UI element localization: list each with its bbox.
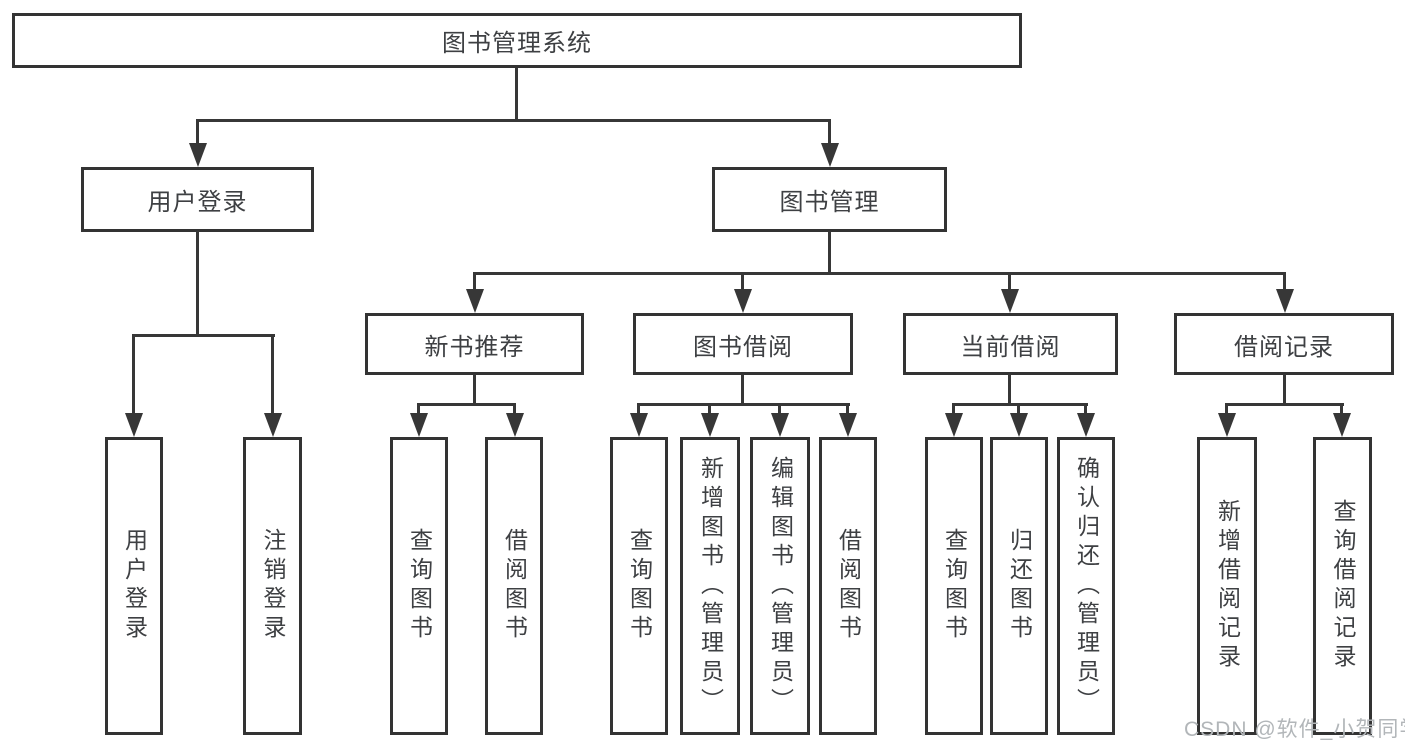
node-query-books-under-recommend: 查询图书 [390,437,448,735]
node-borrowing-records: 借阅记录 [1174,313,1394,375]
arrow-down-icon [124,334,143,437]
node-logout-leaf: 注销登录 [243,437,302,735]
node-label: 图书借阅 [693,333,793,361]
arrow-down-icon [263,334,282,437]
connector-level3-branch [473,272,1286,275]
arrow-down-icon [700,403,719,437]
node-label: 查询图书 [406,528,433,644]
arrow-down-icon [1275,272,1294,313]
node-book-management-module: 图书管理 [712,167,947,232]
node-new-book-recommend: 新书推荐 [365,313,584,375]
node-library-management-system: 图书管理系统 [12,13,1022,68]
arrow-down-icon [733,272,752,313]
node-borrow-books-under-recommend: 借阅图书 [485,437,543,735]
arrow-down-icon [770,403,789,437]
connector-borrowrecord-branch [1225,403,1344,406]
arrow-down-icon [1217,403,1236,437]
arrow-down-icon [505,403,524,437]
node-label: 用户登录 [121,528,148,644]
connector-userlogin-stem [196,231,199,337]
node-label: 新书推荐 [424,333,525,361]
node-label: 编辑图书（管理员） [767,455,794,717]
connector-currentborrow-stem [1008,374,1011,406]
node-label: 查询借阅记录 [1330,499,1356,673]
node-current-borrowing: 当前借阅 [903,313,1118,375]
arrow-down-icon [1000,272,1019,313]
node-label: 确认归还（管理员） [1073,455,1100,717]
node-label: 归还图书 [1006,528,1033,644]
node-user-login-module: 用户登录 [81,167,314,232]
connector-borrowrecord-stem [1283,374,1286,406]
arrow-down-icon [820,119,839,167]
node-confirm-return-admin: 确认归还（管理员） [1057,437,1115,735]
connector-userlogin-branch [132,334,275,337]
node-label: 借阅图书 [835,528,862,644]
node-edit-book-admin: 编辑图书（管理员） [750,437,810,735]
node-book-borrowing: 图书借阅 [633,313,853,375]
node-label: 当前借阅 [960,333,1061,361]
arrow-down-icon [188,119,207,167]
connector-newbook-stem [473,374,476,406]
csdn-watermark: CSDN @软件_小贺同学 [1184,718,1405,741]
connector-bookborrow-stem [741,374,744,406]
arrow-down-icon [944,403,963,437]
arrow-down-icon [629,403,648,437]
node-return-books: 归还图书 [990,437,1048,735]
connector-root-stem [515,68,518,122]
node-label: 查询图书 [941,528,968,644]
node-add-borrow-record: 新增借阅记录 [1197,437,1257,735]
node-query-books-under-current: 查询图书 [925,437,983,735]
node-borrow-books-under-borrowing: 借阅图书 [819,437,877,735]
connector-currentborrow-branch [952,403,1088,406]
connector-bookmgmt-stem [828,231,831,275]
connector-newbook-branch [417,403,516,406]
node-add-book-admin: 新增图书（管理员） [680,437,740,735]
node-query-books-under-borrowing: 查询图书 [610,437,668,735]
node-label: 新增图书（管理员） [697,455,724,717]
node-label: 注销登录 [260,528,286,644]
connector-bookborrow-branch [637,403,850,406]
node-label: 图书管理系统 [442,30,592,57]
arrow-down-icon [838,403,857,437]
node-label: 新增借阅记录 [1214,499,1241,673]
arrow-down-icon [409,403,428,437]
node-user-login-leaf: 用户登录 [105,437,163,735]
node-label: 用户登录 [147,189,248,216]
arrow-down-icon [1076,403,1095,437]
arrow-down-icon [1009,403,1028,437]
arrow-down-icon [1332,403,1351,437]
arrow-down-icon [465,272,484,313]
node-label: 图书管理 [779,189,880,216]
node-label: 借阅记录 [1234,333,1334,361]
node-label: 借阅图书 [501,528,528,644]
node-query-borrow-record: 查询借阅记录 [1313,437,1372,735]
connector-level2-branch [196,119,831,122]
node-label: 查询图书 [626,528,653,644]
